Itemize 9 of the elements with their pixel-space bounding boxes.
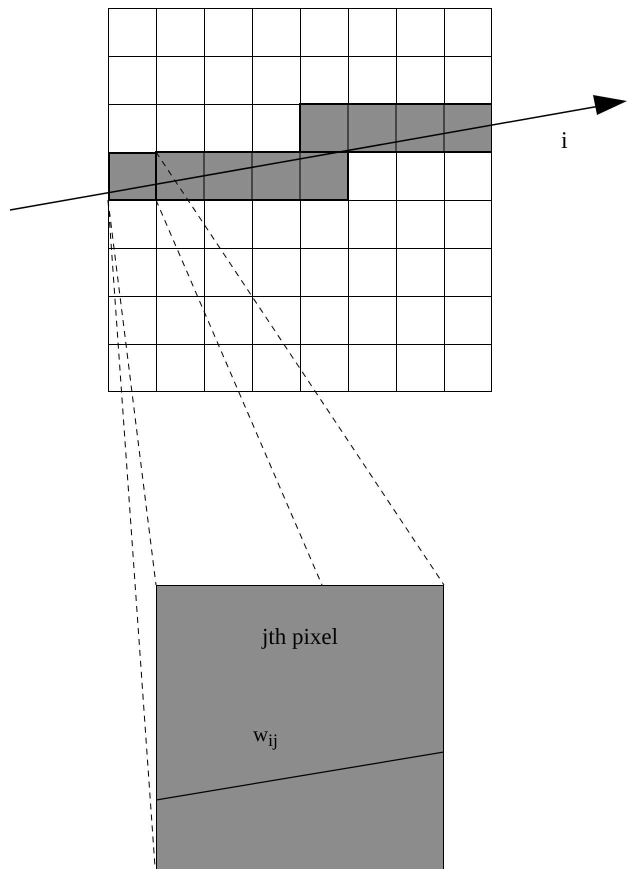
leader-line [156,152,444,586]
pixel-grid [108,8,492,392]
leader-line [108,200,156,586]
enlarged-pixel [156,585,444,869]
weight-label: w$_{ij}$ [253,722,278,752]
pixel-title: jth pixel [260,624,340,650]
axis-label: i [561,128,568,155]
pixel-cell [108,152,157,201]
leader-line [156,200,322,586]
